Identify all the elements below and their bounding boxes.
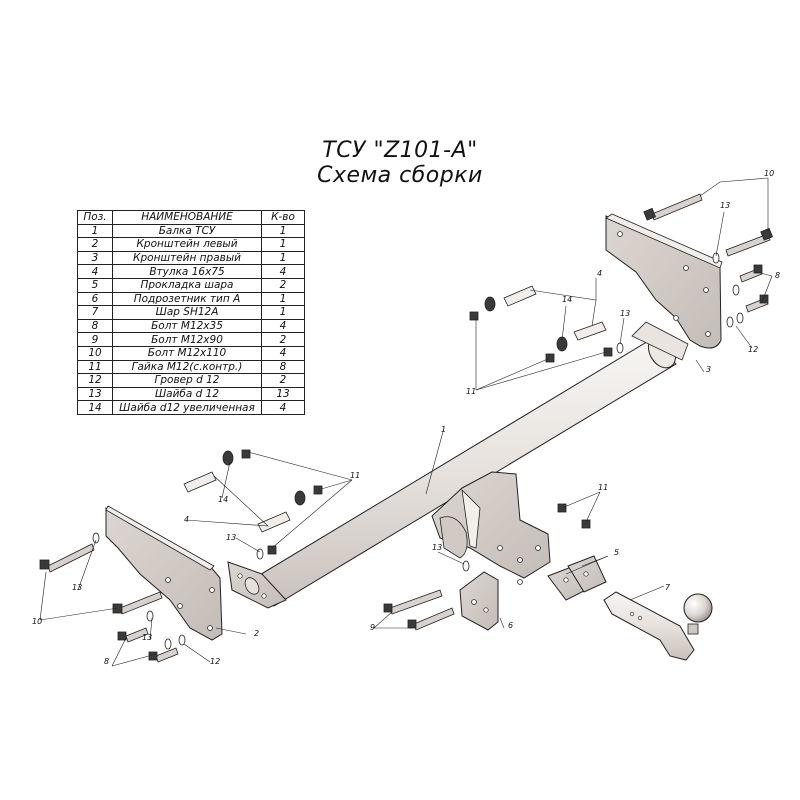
callout-5: 5 — [614, 548, 619, 557]
callout-1: 1 — [441, 425, 446, 434]
cell-quantity: 4 — [261, 400, 305, 415]
right-bracket — [605, 213, 723, 349]
callout-13-center: 13 — [432, 543, 442, 552]
callout-10-left: 10 — [32, 617, 42, 626]
leader-lines — [39, 177, 773, 667]
callout-10-right: 10 — [764, 169, 774, 178]
cell-name: Шайба d12 увеличенная — [112, 400, 262, 415]
callout-2: 2 — [254, 629, 259, 638]
callout-13-top: 13 — [720, 201, 730, 210]
callout-8-left: 8 — [104, 657, 109, 666]
cell-quantity: 2 — [261, 373, 305, 388]
title-line-1: ТСУ "Z101-A" — [322, 138, 478, 163]
callout-13-bottom: 13 — [142, 633, 152, 642]
callout-13-right: 13 — [620, 309, 630, 318]
callout-14-left: 14 — [218, 495, 228, 504]
cell-quantity: 1 — [261, 291, 305, 307]
nuts-and-washers — [92, 252, 744, 650]
callout-9: 9 — [370, 623, 375, 632]
callout-6: 6 — [508, 621, 513, 630]
callout-8-right: 8 — [775, 271, 780, 280]
callout-4-left: 4 — [184, 515, 189, 524]
socket-plate — [459, 571, 499, 631]
callout-3: 3 — [706, 365, 711, 374]
diagram-title: ТСУ "Z101-A" Схема сборки — [270, 138, 530, 188]
callout-7: 7 — [665, 583, 671, 592]
bushings — [183, 285, 607, 533]
center-mount — [431, 471, 551, 585]
title-line-2: Схема сборки — [317, 163, 483, 188]
callout-11-left: 11 — [350, 471, 360, 480]
ball-shims — [547, 555, 607, 601]
left-bracket — [105, 505, 223, 641]
callout-13-beam: 13 — [226, 533, 236, 542]
callout-14-right: 14 — [562, 295, 572, 304]
callout-13-left: 13 — [72, 583, 82, 592]
bolts — [39, 193, 774, 663]
callout-11-center: 11 — [598, 483, 608, 492]
callout-12-left: 12 — [210, 657, 220, 666]
tow-beam — [227, 321, 689, 609]
callout-12-right: 12 — [748, 345, 758, 354]
callout-11-right: 11 — [466, 387, 476, 396]
cell-position: 14 — [77, 400, 113, 415]
tow-ball — [603, 591, 713, 661]
callout-4-right: 4 — [597, 269, 602, 278]
